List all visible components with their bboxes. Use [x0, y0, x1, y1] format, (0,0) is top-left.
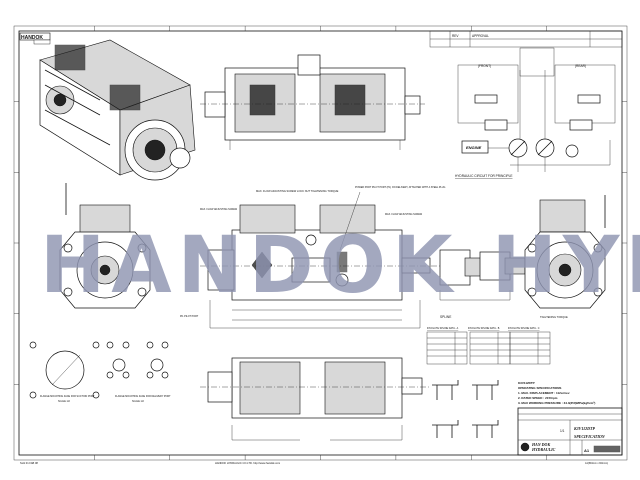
watermark: HANDOK HYD — [40, 221, 640, 311]
spline-table-b: INVOLUTE SPLINE DATA - B — [468, 327, 511, 365]
drawing-model: K3V112DTP — [573, 426, 595, 431]
flange-delivery-caption: FLANGE MOUNTING FACE FOR DELIVERY PORT — [115, 395, 171, 398]
flange-suction-caption: FLANGE MOUNTING FACE FOR SUCTION PORT — [40, 395, 95, 398]
footer-right: A1(594mm x 841mm) — [585, 462, 608, 465]
approval-label: APPROVAL — [472, 34, 489, 38]
shaft-details: SPLINE — [439, 249, 526, 319]
circuit-front-label: (FRONT) — [478, 64, 491, 68]
pump-main-view: MAX. FLOW ADJUSTING SCREW LOCK NUT TIGHT… — [180, 186, 446, 329]
callout-left: MAX. FLOW ADJUSTING SCREW — [200, 208, 238, 211]
spec-line-3: 3. MAX WORKING PRESSURE : 34.3(350)MPa(k… — [518, 401, 595, 405]
operating-specifications: K3V112DTP OPERATING SPECIFICATIONS 1. MA… — [518, 381, 595, 405]
rev-label: REV — [452, 34, 459, 38]
spec-line-1: 1. MAX. DISPLACEMENT : 112cc/rev — [518, 391, 570, 395]
revision-strip: REV APPROVAL — [429, 30, 623, 48]
flange-suction-scale: SCALE 1/2 — [58, 400, 70, 403]
circuit-rear-label: (REAR) — [575, 64, 586, 68]
pump-left-end-view — [59, 183, 151, 309]
spline-table-c: INVOLUTE SPLINE DATA - C — [508, 327, 551, 365]
spline-table-a-title: INVOLUTE SPLINE DATA - A — [427, 327, 459, 330]
engine-label: ENGINE — [466, 145, 482, 150]
spline-tables: INVOLUTE SPLINE DATA - A INVOLUTE SPLINE… — [426, 327, 551, 438]
company-name-line1: HAN DOK — [531, 442, 550, 447]
spline-table-a: INVOLUTE SPLINE DATA - A — [426, 327, 468, 365]
callout-bottom-left: Pi1 PILOT PORT — [180, 315, 199, 318]
spec-model: K3V112DTP — [518, 381, 535, 385]
pump-top-view — [200, 54, 425, 150]
flange-delivery-scale: SCALE 1/2 — [132, 400, 144, 403]
drawing-scale: 1/1 — [560, 429, 565, 433]
pump-right-end-view: TIGHTENING TORQUE — [524, 195, 606, 319]
circuit-caption: HYDRAULIC CIRCUIT FOR PRINCIPLE — [455, 174, 513, 178]
spline-table-b-title: INVOLUTE SPLINE DATA - B — [468, 327, 500, 330]
spec-line-2: 2. RATED SPEED : 2150rpm — [518, 396, 558, 400]
footer-center: HANDOK HYDRAULIC CO.LTD. http://www.hand… — [215, 461, 280, 465]
flange-suction: FLANGE MOUNTING FACE FOR SUCTION PORT SC… — [29, 341, 100, 403]
footer-left: SH1 01 FAB 08 — [20, 461, 38, 465]
company-name-line2: HYDRAULIC — [531, 447, 556, 452]
spline-table-c-title: INVOLUTE SPLINE DATA - C — [508, 327, 540, 330]
spline-detail-drawings — [432, 380, 499, 438]
drawing-frame — [13, 25, 628, 461]
sheet-size: A1 — [584, 448, 590, 453]
callout-right: MAX. FLOW ADJUSTING SCREW — [385, 213, 423, 216]
isometric-pump-view — [39, 39, 196, 181]
callout-top-left: MAX. FLOW ADJUSTING SCREW LOCK NUT TIGHT… — [256, 189, 339, 193]
logo-text: HANDOK — [21, 35, 43, 41]
callout-top-right: POWER PORT PILOT PORT (P1) ON DELIVERY, … — [355, 186, 446, 189]
drawing-title: SPECIFICATION — [574, 434, 606, 439]
spec-heading: OPERATING SPECIFICATIONS — [518, 386, 561, 390]
right-callout: TIGHTENING TORQUE — [540, 315, 568, 319]
pump-bottom-view — [200, 357, 430, 441]
flange-delivery: FLANGE MOUNTING FACE FOR DELIVERY PORT S… — [106, 341, 171, 403]
hydraulic-circuit: (FRONT) (REAR) ENGINE HYDRAULIC CIRCUIT … — [455, 47, 616, 178]
spline-label: SPLINE — [440, 315, 451, 319]
title-block: HAN DOK HYDRAULIC K3V112DTP SPECIFICATIO… — [517, 407, 623, 456]
company-logo: HANDOK — [19, 32, 51, 45]
